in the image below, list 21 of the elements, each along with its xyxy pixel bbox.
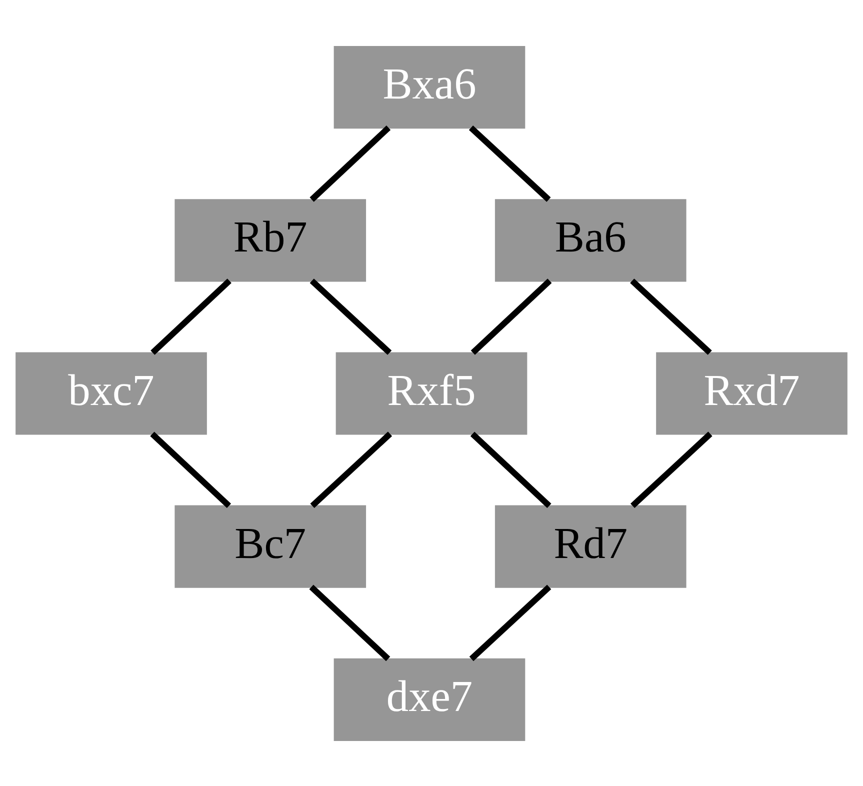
node-box: Rd7 — [494, 504, 686, 588]
node-box: Bc7 — [174, 504, 366, 588]
connector — [150, 278, 232, 354]
node-box: Ba6 — [494, 198, 686, 282]
connector — [630, 278, 712, 354]
connector — [310, 278, 392, 354]
node-box: dxe7 — [334, 658, 526, 740]
node-box: Rb7 — [174, 198, 366, 282]
connector — [630, 431, 712, 508]
connector — [309, 584, 390, 661]
connector — [468, 125, 551, 202]
node-box: Bxa6 — [334, 46, 526, 128]
connector — [150, 431, 232, 508]
node-box: Rxf5 — [336, 352, 528, 434]
connector — [470, 431, 552, 508]
connector — [310, 431, 392, 508]
connector — [469, 584, 552, 661]
connector — [310, 125, 391, 202]
connector — [470, 278, 552, 354]
node-box: bxc7 — [16, 352, 207, 434]
node-box: Rxd7 — [656, 352, 848, 434]
